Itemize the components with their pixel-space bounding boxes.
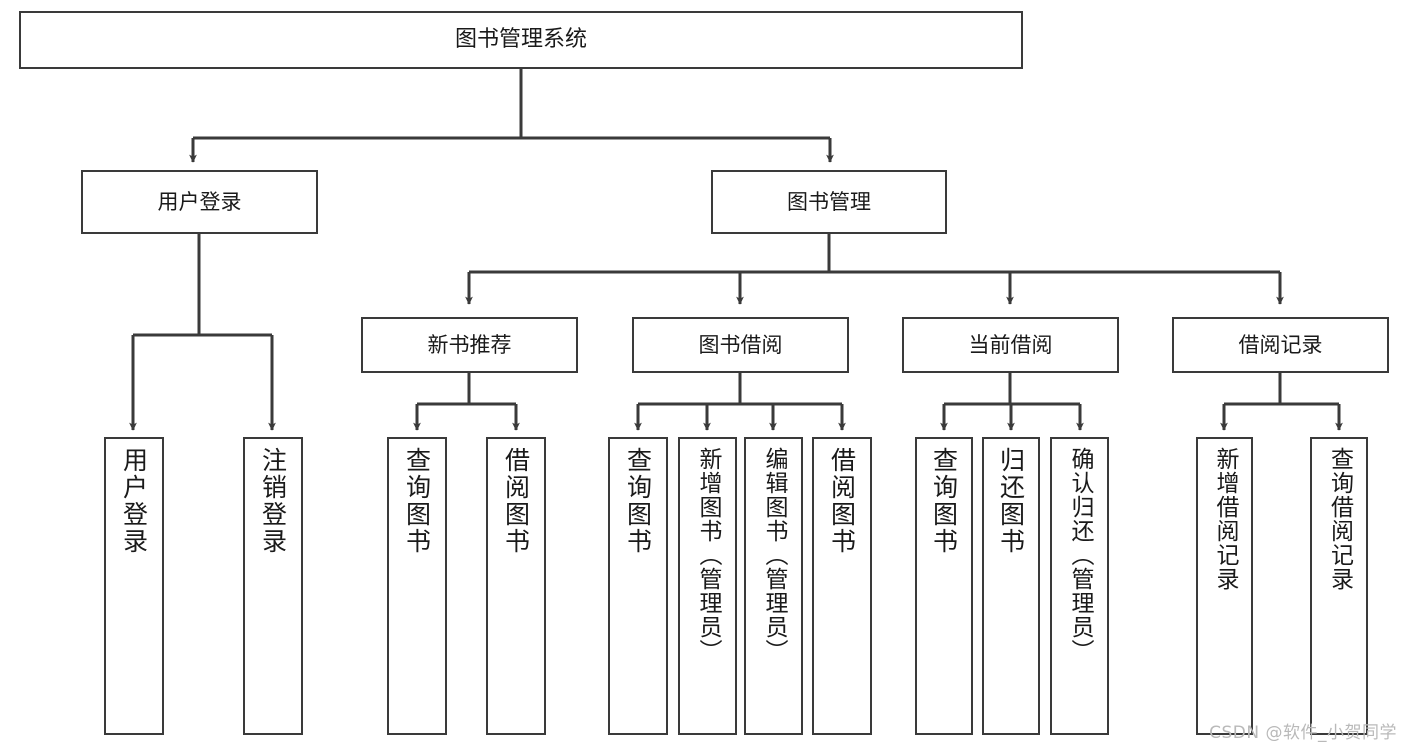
leaf-recommend-query-book[interactable]: 查询图书 [387, 437, 447, 735]
node-current-borrow[interactable]: 当前借阅 [902, 317, 1119, 373]
leaf-borrow-add-book-admin[interactable]: 新增图书（管理员） [678, 437, 737, 735]
leaf-user-login-label: 用户登录 [119, 447, 149, 555]
node-borrow-record-label: 借阅记录 [1238, 332, 1323, 357]
node-current-borrow-label: 当前借阅 [968, 332, 1053, 357]
node-book-borrow[interactable]: 图书借阅 [632, 317, 849, 373]
leaf-record-query-borrow-record[interactable]: 查询借阅记录 [1310, 437, 1368, 735]
leaf-record-add-borrow-record-label: 新增借阅记录 [1212, 447, 1238, 591]
node-borrow-record[interactable]: 借阅记录 [1172, 317, 1389, 373]
leaf-borrow-query-book[interactable]: 查询图书 [608, 437, 668, 735]
node-book-management[interactable]: 图书管理 [711, 170, 947, 234]
node-new-book-recommend-label: 新书推荐 [427, 332, 512, 357]
leaf-user-logout-label: 注销登录 [258, 447, 288, 555]
leaf-current-confirm-return-admin[interactable]: 确认归还（管理员） [1050, 437, 1109, 735]
leaf-borrow-add-book-admin-label: 新增图书（管理员） [695, 447, 721, 663]
leaf-user-logout[interactable]: 注销登录 [243, 437, 303, 735]
leaf-recommend-borrow-book[interactable]: 借阅图书 [486, 437, 546, 735]
node-root-label: 图书管理系统 [454, 27, 587, 53]
leaf-current-return-book[interactable]: 归还图书 [982, 437, 1040, 735]
leaf-recommend-query-book-label: 查询图书 [402, 447, 432, 555]
node-book-borrow-label: 图书借阅 [698, 332, 783, 357]
leaf-borrow-borrow-book[interactable]: 借阅图书 [812, 437, 872, 735]
leaf-current-return-book-label: 归还图书 [996, 447, 1026, 555]
leaf-record-add-borrow-record[interactable]: 新增借阅记录 [1196, 437, 1253, 735]
node-book-management-label: 图书管理 [787, 189, 871, 214]
leaf-recommend-borrow-book-label: 借阅图书 [501, 447, 531, 555]
leaf-borrow-edit-book-admin[interactable]: 编辑图书（管理员） [744, 437, 803, 735]
leaf-user-login[interactable]: 用户登录 [104, 437, 164, 735]
leaf-current-confirm-return-admin-label: 确认归还（管理员） [1067, 447, 1093, 663]
node-root[interactable]: 图书管理系统 [19, 11, 1023, 69]
node-user-login[interactable]: 用户登录 [81, 170, 318, 234]
leaf-current-query-book-label: 查询图书 [929, 447, 959, 555]
node-new-book-recommend[interactable]: 新书推荐 [361, 317, 578, 373]
leaf-borrow-borrow-book-label: 借阅图书 [827, 447, 857, 555]
leaf-borrow-query-book-label: 查询图书 [623, 447, 653, 555]
leaf-borrow-edit-book-admin-label: 编辑图书（管理员） [761, 447, 787, 663]
leaf-current-query-book[interactable]: 查询图书 [915, 437, 973, 735]
node-user-login-label: 用户登录 [157, 189, 242, 214]
leaf-record-query-borrow-record-label: 查询借阅记录 [1326, 447, 1353, 591]
